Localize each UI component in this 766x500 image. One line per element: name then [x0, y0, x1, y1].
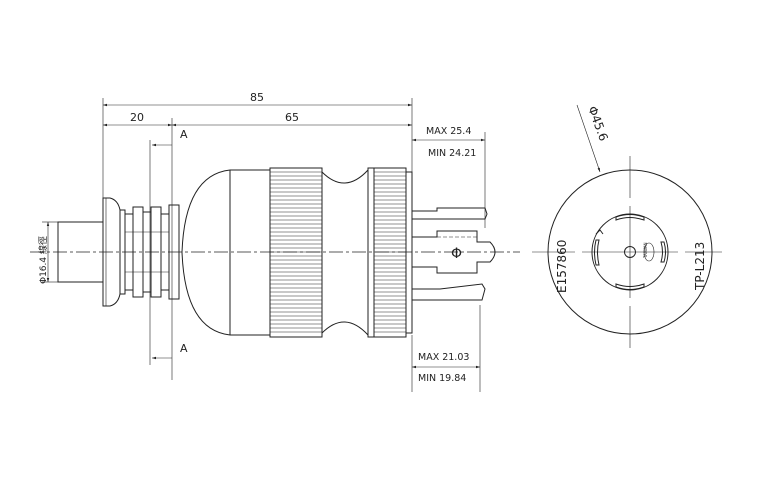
dimension-cable-end-label: 20 [130, 111, 144, 124]
plug-body [181, 167, 413, 338]
face-diameter-label: Φ45.6 [585, 104, 611, 143]
strain-relief [102, 197, 180, 307]
knurled-grip [270, 171, 406, 333]
dimension-body: 65 [172, 111, 412, 127]
blade-short-max: MAX 21.03 [418, 352, 469, 363]
blade-short-min: MIN 19.84 [418, 373, 466, 384]
dimension-overall-label: 85 [250, 91, 264, 104]
face-cert-mark: E157860 [555, 240, 569, 293]
plug-face-view: TAIWAN E157860 TP-L213 Φ45.6 [532, 104, 722, 348]
section-label-top: A [180, 128, 188, 141]
dimension-blade-length: MAX 25.4 MIN 24.21 [412, 126, 485, 159]
dimension-cable-diameter: Φ16.4 線徑 [37, 221, 58, 284]
blade-length-max: MAX 25.4 [426, 126, 471, 137]
blade-length-min: MIN 24.21 [428, 148, 476, 159]
face-model-label: TP-L213 [693, 242, 707, 291]
dimension-blade-short: MAX 21.03 MIN 19.84 [412, 352, 480, 384]
section-mark-bottom: A [152, 342, 188, 360]
dimension-body-label: 65 [285, 111, 299, 124]
dimension-cable-diameter-label: Φ16.4 線徑 [37, 236, 49, 284]
extension-lines [102, 98, 486, 392]
ground-pin-symbol: Φ [451, 246, 462, 262]
blades: Φ [412, 207, 496, 301]
dimension-cable-end: 20 [103, 111, 172, 127]
section-label-bottom: A [180, 342, 188, 355]
section-mark-top: A [152, 128, 188, 147]
face-origin-mark: TAIWAN [643, 242, 648, 259]
dimension-overall: 85 [103, 91, 412, 107]
